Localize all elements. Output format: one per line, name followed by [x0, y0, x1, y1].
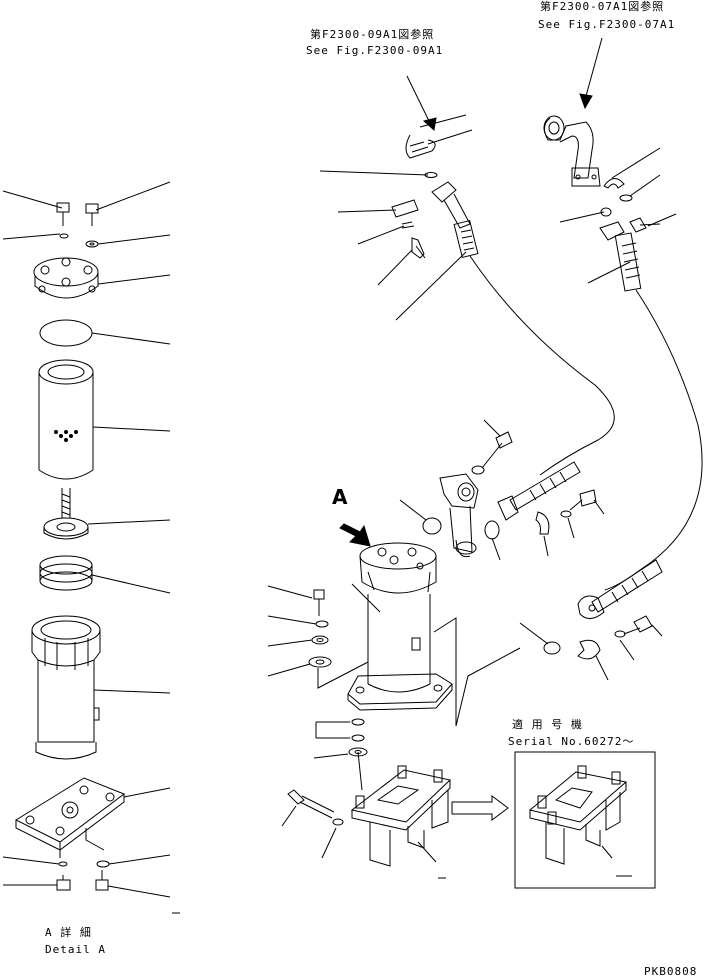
- detail-a-exploded-view: [3, 182, 180, 913]
- o-ring-icon: [40, 320, 92, 346]
- washer-icon: [60, 234, 98, 247]
- detail-title-en: Detail A: [45, 943, 106, 956]
- serial-title: 適 用 号 機: [512, 718, 583, 731]
- reference-label-jp: 第F2300-09A1図参照: [310, 28, 435, 41]
- washer-icon: [59, 861, 109, 867]
- drawing-code: PKB0808: [644, 965, 698, 978]
- packing-ring-icon: [40, 556, 92, 590]
- serial-number: Serial No.60272～: [508, 735, 635, 748]
- hose-line-right: [605, 290, 702, 590]
- leader-lines-left: [3, 182, 180, 913]
- lower-bracket-assembly: [282, 719, 450, 878]
- upper-right-hose-assembly: [544, 38, 676, 291]
- upper-left-hose-assembly: [320, 76, 478, 320]
- lower-hose-fittings: [520, 560, 662, 680]
- detail-marker: A: [332, 485, 349, 509]
- right-arrow-icon: [452, 796, 508, 820]
- detail-a-arrow-icon: [340, 524, 370, 546]
- nut-icon: [57, 875, 70, 890]
- mounted-filter-assembly: [268, 543, 520, 726]
- bolt-icon: [57, 203, 98, 226]
- valve-spring-icon: [44, 488, 88, 539]
- bolt-icon: [96, 870, 108, 890]
- reference-label-en: See Fig.F2300-07A1: [538, 18, 676, 31]
- mounting-plate-icon: [16, 778, 124, 858]
- detail-title-jp: A 詳 細: [45, 926, 92, 939]
- filter-element-icon: [39, 360, 93, 479]
- reference-label-en: See Fig.F2300-09A1: [306, 44, 444, 57]
- serial-box: [515, 752, 655, 888]
- reference-label-jp: 第F2300-07A1図参照: [540, 0, 665, 13]
- filter-case-icon: [32, 616, 100, 759]
- filter-head-icon: [34, 258, 98, 298]
- mid-hose-fittings: [400, 420, 604, 560]
- hose-line-left: [470, 256, 614, 475]
